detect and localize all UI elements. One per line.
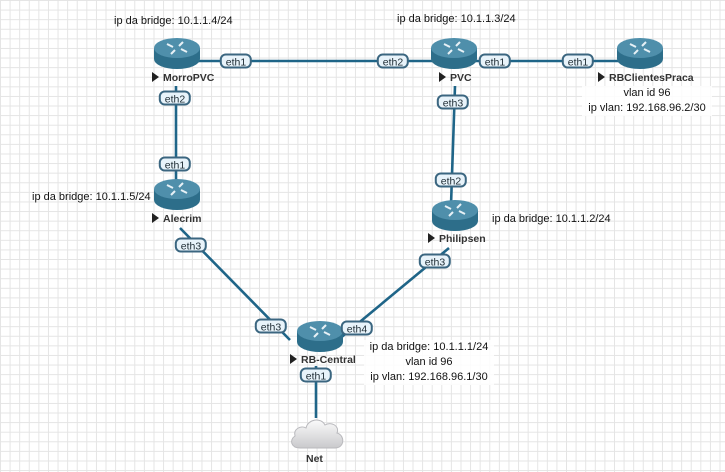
expand-triangle-icon[interactable] bbox=[428, 233, 435, 243]
expand-triangle-icon[interactable] bbox=[598, 72, 605, 82]
expand-triangle-icon[interactable] bbox=[152, 213, 159, 223]
router-icon bbox=[431, 38, 477, 69]
router-rb-central[interactable] bbox=[296, 320, 344, 359]
device-label-pvc: PVC bbox=[439, 72, 472, 84]
router-icon bbox=[432, 200, 478, 231]
note-vlan-id: vlan id 96 bbox=[405, 356, 453, 368]
device-label-rb-central: RB-Central bbox=[290, 354, 356, 366]
device-label-alecrim: Alecrim bbox=[152, 213, 202, 225]
port-alecrim-eth3[interactable]: eth3 bbox=[174, 237, 208, 253]
router-icon bbox=[297, 321, 343, 352]
note-philipsen-bridge-ip: ip da bridge: 10.1.1.2/24 bbox=[492, 213, 611, 225]
port-pvc-eth3[interactable]: eth3 bbox=[436, 94, 470, 110]
router-icon bbox=[154, 179, 200, 210]
device-label-rbclientespraca: RBClientesPraca bbox=[598, 72, 694, 84]
router-icon bbox=[617, 38, 663, 69]
router-philipsen[interactable] bbox=[431, 199, 479, 238]
port-pvc-eth1[interactable]: eth1 bbox=[478, 53, 512, 69]
router-rbclientespraca[interactable] bbox=[616, 37, 664, 76]
note-vlan-ip: ip vlan: 192.168.96.1/30 bbox=[370, 371, 488, 383]
note-morropvc-bridge-ip: ip da bridge: 10.1.1.4/24 bbox=[114, 15, 233, 27]
note-pvc-bridge-ip: ip da bridge: 10.1.1.3/24 bbox=[397, 13, 516, 25]
note-vlan-ip: ip vlan: 192.168.96.2/30 bbox=[588, 102, 706, 114]
expand-triangle-icon[interactable] bbox=[290, 354, 297, 364]
device-label-net: Net bbox=[306, 453, 323, 465]
port-rb-central-eth4[interactable]: eth4 bbox=[340, 320, 374, 336]
expand-triangle-icon[interactable] bbox=[439, 72, 446, 82]
port-morropvc-eth2[interactable]: eth2 bbox=[158, 90, 192, 106]
cloud-icon bbox=[291, 419, 344, 449]
router-alecrim[interactable] bbox=[153, 178, 201, 217]
cloud-net[interactable] bbox=[288, 414, 346, 457]
router-pvc[interactable] bbox=[430, 37, 478, 76]
port-philipsen-eth2[interactable]: eth2 bbox=[434, 172, 468, 188]
router-morropvc[interactable] bbox=[153, 37, 201, 76]
device-label-morropvc: MorroPVC bbox=[152, 72, 214, 84]
note-alecrim-bridge-ip: ip da bridge: 10.1.1.5/24 bbox=[32, 191, 151, 203]
port-rbclientespraca-eth1[interactable]: eth1 bbox=[561, 53, 595, 69]
port-rb-central-eth3[interactable]: eth3 bbox=[254, 318, 288, 334]
note-vlan-id: vlan id 96 bbox=[623, 87, 671, 99]
port-pvc-eth2[interactable]: eth2 bbox=[376, 53, 410, 69]
port-rb-central-eth1[interactable]: eth1 bbox=[299, 367, 333, 383]
port-morropvc-eth1[interactable]: eth1 bbox=[219, 53, 253, 69]
note-rbclientespraca: vlan id 96 ip vlan: 192.168.96.2/30 bbox=[582, 86, 712, 116]
expand-triangle-icon[interactable] bbox=[152, 72, 159, 82]
note-bridge-ip: ip da bridge: 10.1.1.1/24 bbox=[369, 341, 489, 353]
router-icon bbox=[154, 38, 200, 69]
note-rb-central: ip da bridge: 10.1.1.1/24 vlan id 96 ip … bbox=[364, 340, 494, 385]
device-label-philipsen: Philipsen bbox=[428, 233, 486, 245]
port-alecrim-eth1[interactable]: eth1 bbox=[158, 156, 192, 172]
port-philipsen-eth3[interactable]: eth3 bbox=[418, 253, 452, 269]
